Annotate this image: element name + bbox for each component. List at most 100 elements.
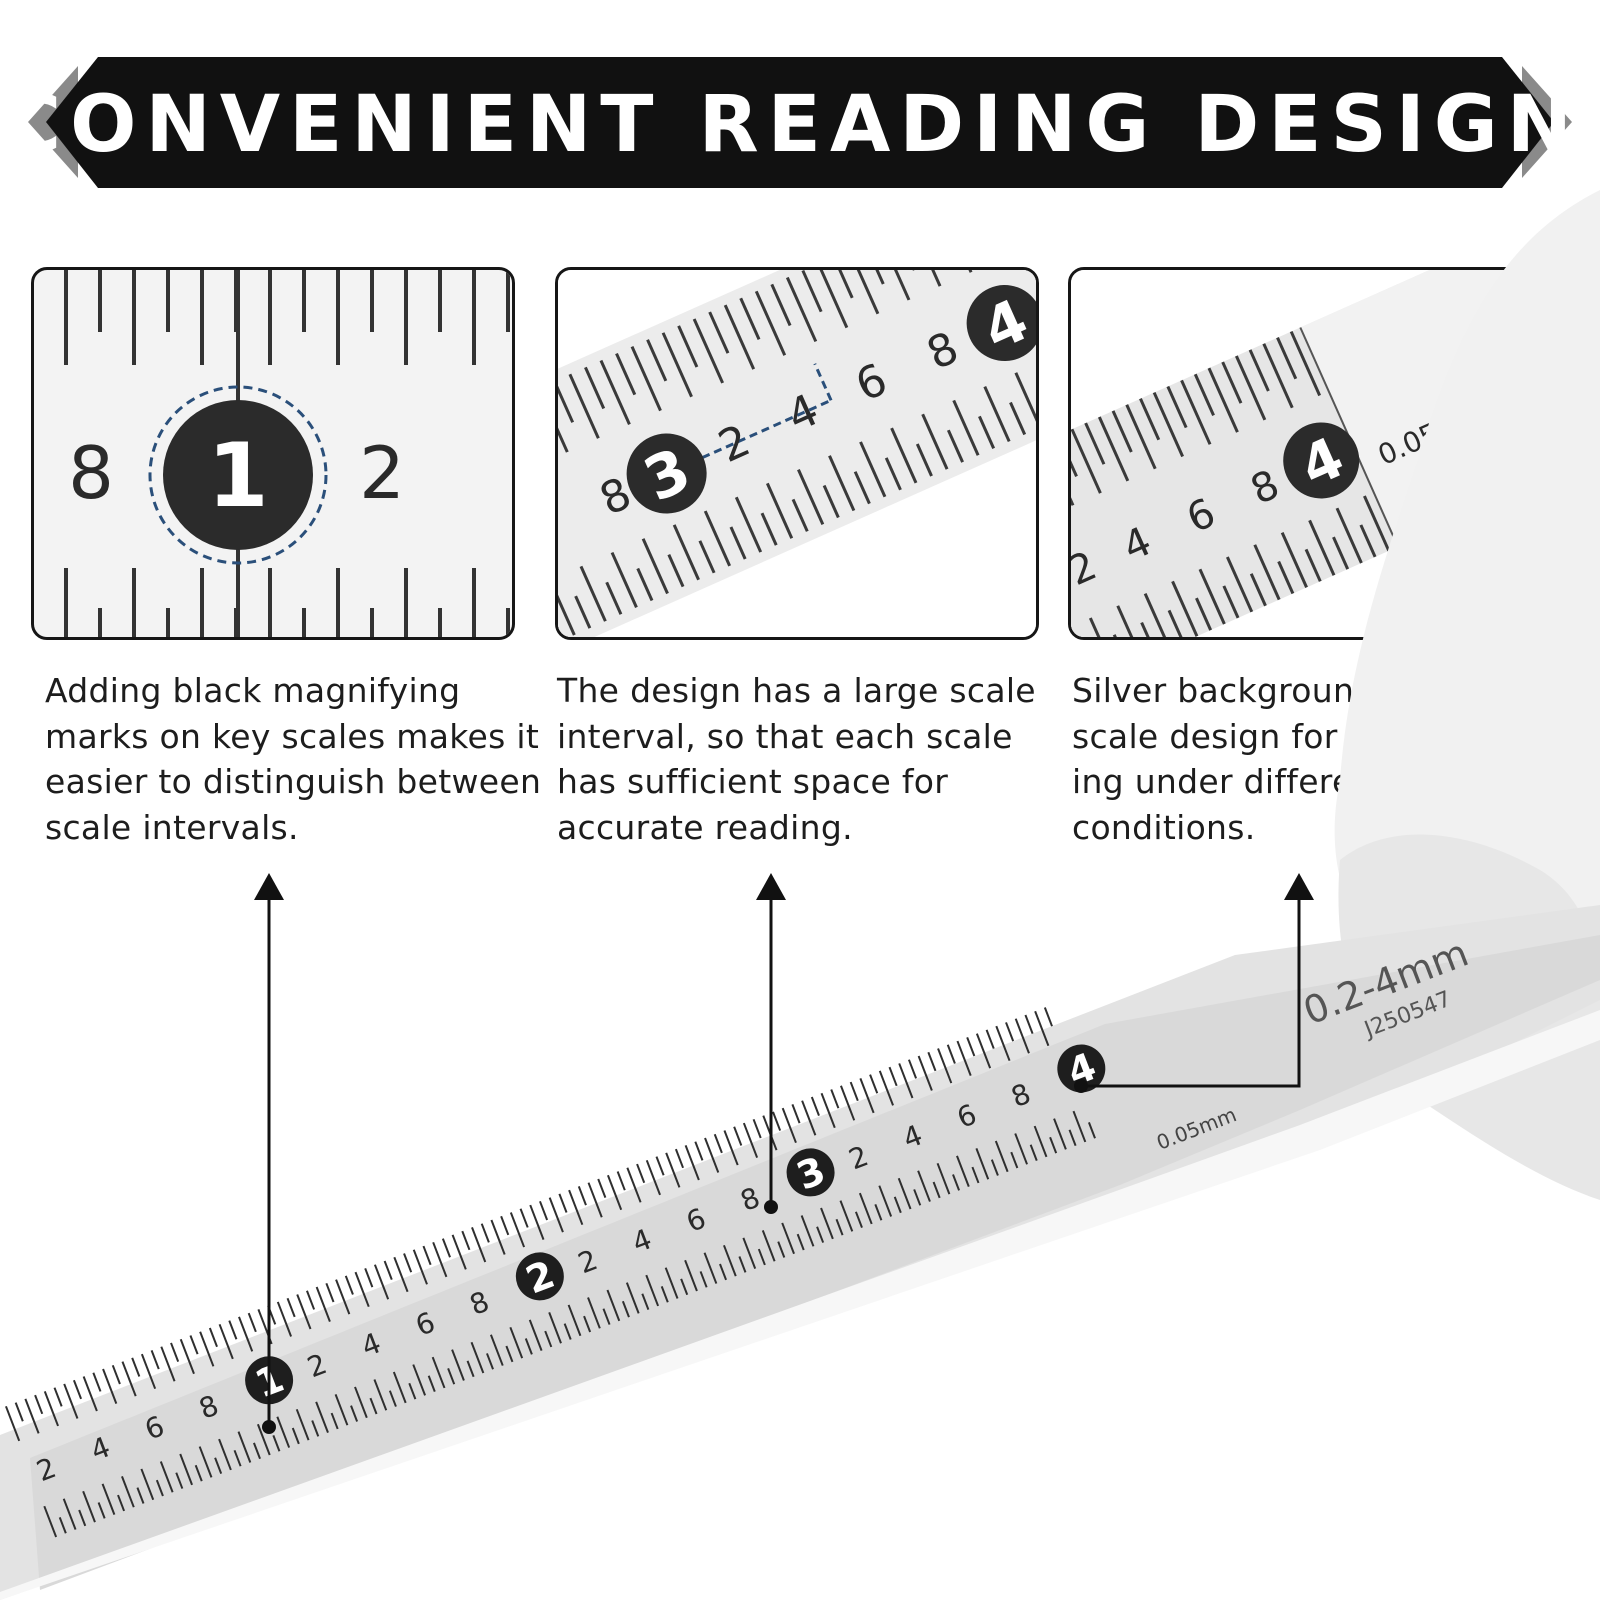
- scale-tick: [754, 290, 787, 356]
- scale-tick: [1289, 330, 1322, 397]
- scale-tick: [832, 270, 854, 299]
- scale-tick: [956, 1040, 972, 1076]
- scale-tick: [907, 1059, 918, 1079]
- scale-tick: [599, 359, 631, 426]
- scale-tick: [761, 1230, 776, 1262]
- scale-tick: [770, 283, 792, 327]
- scale-tick: [256, 1423, 271, 1456]
- scale-tick: [296, 1294, 312, 1330]
- scale-tick: [295, 1408, 310, 1441]
- scale-tick: [854, 1211, 863, 1229]
- scale-digit: 4: [509, 431, 515, 515]
- scale-tick: [822, 484, 840, 519]
- scale-tick: [1071, 434, 1078, 477]
- scale-tick: [577, 1186, 587, 1206]
- scale-tick: [1262, 343, 1294, 409]
- scale-tick: [684, 1145, 700, 1181]
- scale-tick: [898, 1063, 914, 1099]
- scale-tick: [932, 1181, 941, 1199]
- scale-tick: [621, 1300, 630, 1318]
- scale-tick: [1033, 1125, 1048, 1158]
- scale-tick: [335, 1279, 351, 1315]
- scale-tick: [645, 1159, 661, 1196]
- scale-tick: [1088, 617, 1117, 637]
- arrow-head: [756, 873, 786, 900]
- scale-tick: [354, 1386, 368, 1419]
- scale-tick: [334, 1394, 349, 1426]
- scale-tick: [921, 413, 949, 470]
- title-banner: [28, 57, 1572, 188]
- scale-tick: [1014, 372, 1036, 429]
- scale-tick: [1193, 373, 1215, 416]
- scale-tick: [1359, 524, 1377, 558]
- caption-magnifying-marks: Adding black magnifying marks on key sca…: [45, 671, 542, 847]
- scale-tick: [915, 443, 933, 477]
- callout-dot: [764, 1200, 778, 1214]
- scale-tick: [509, 1212, 526, 1248]
- magnifying-mark: [1283, 422, 1360, 499]
- scale-tick: [765, 482, 794, 539]
- scale-tick: [801, 1100, 817, 1136]
- scale-tick: [189, 1335, 199, 1355]
- scale-tick: [121, 1361, 137, 1397]
- scale-tick: [1005, 1022, 1015, 1042]
- scale-tick: [719, 1263, 727, 1281]
- scale-tick: [170, 1342, 180, 1362]
- callout-dot: [262, 1420, 276, 1434]
- scale-tick: [781, 1107, 797, 1144]
- scale-tick: [63, 1383, 79, 1419]
- scale-ticks: [64, 270, 510, 637]
- scale-tick: [466, 1360, 475, 1378]
- magnifying-mark: [163, 400, 313, 550]
- scale-tick: [975, 1148, 990, 1180]
- scale-tick: [646, 339, 668, 382]
- scale-tick: [859, 441, 887, 498]
- scale-tick: [801, 270, 823, 313]
- scale-tick: [699, 1271, 708, 1288]
- scale-tick: [785, 276, 818, 343]
- scale-tick: [680, 1278, 689, 1296]
- scale-tick: [369, 1397, 378, 1415]
- scale-tick: [797, 468, 825, 526]
- scale-tick: [1010, 1151, 1019, 1169]
- scale-tick: [830, 1089, 840, 1109]
- scale-tick: [704, 1137, 720, 1173]
- scale-tick: [936, 1162, 951, 1195]
- caption-large-interval: The design has a large scale interval, s…: [557, 671, 1036, 847]
- scale-tick: [791, 1104, 801, 1124]
- scale-tick: [92, 1372, 102, 1392]
- scale-tick: [956, 1155, 970, 1188]
- scale-tick: [602, 1308, 611, 1325]
- scale-tick: [306, 1290, 316, 1310]
- scale-tick: [849, 1081, 859, 1102]
- scale-tick: [738, 1256, 747, 1273]
- scale-tick: [636, 567, 654, 602]
- scale-tick: [660, 1285, 669, 1303]
- scale-tick: [698, 540, 716, 574]
- scale-tick: [82, 1376, 98, 1412]
- scale-tick: [431, 1356, 446, 1389]
- scale-tick: [247, 1312, 257, 1333]
- scale-tick: [946, 1044, 956, 1064]
- scale-tick: [723, 1244, 737, 1277]
- scale-tick: [544, 1330, 553, 1348]
- scale-tick: [1304, 548, 1322, 582]
- scale-tick: [772, 1111, 782, 1131]
- scale-tick: [1097, 416, 1130, 482]
- scale-tick: [672, 524, 700, 581]
- scale-tick: [661, 332, 693, 398]
- scale-tick: [558, 387, 569, 453]
- scale-tick: [616, 1171, 626, 1191]
- scale-tick: [470, 1341, 485, 1374]
- scale-tick: [1198, 568, 1226, 625]
- scale-tick: [461, 1230, 471, 1251]
- scale-tick: [315, 1286, 331, 1322]
- scale-tick: [136, 1487, 145, 1504]
- scale-tick: [563, 1323, 572, 1340]
- scale-tick: [1139, 398, 1161, 441]
- scale-tick: [800, 1215, 815, 1247]
- scale-tick: [364, 1268, 374, 1288]
- gauge-magnifying-mark: [515, 1252, 564, 1301]
- scale-tick: [528, 1319, 543, 1352]
